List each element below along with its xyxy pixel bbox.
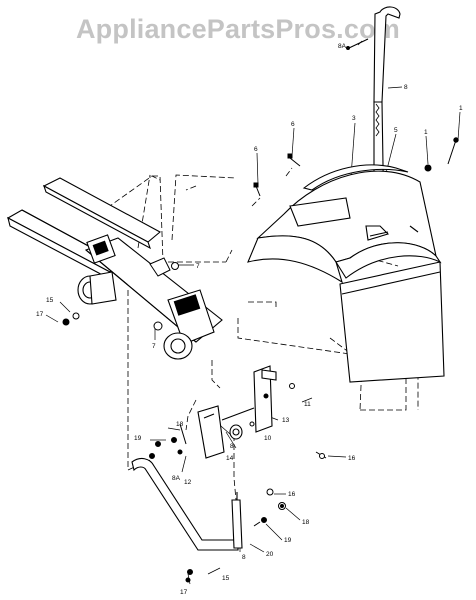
callout-8a: 8 <box>404 84 408 91</box>
callout-18b: 18 <box>302 519 310 526</box>
callout-14: 14 <box>226 455 234 462</box>
frame-channel <box>6 177 161 282</box>
callout-19b: 19 <box>284 537 292 544</box>
callout-5: 5 <box>394 127 398 134</box>
callout-16b: 16 <box>288 491 296 498</box>
callout-19a: 19 <box>134 435 142 442</box>
tine-shield <box>247 164 442 284</box>
callout-15a: 15 <box>46 297 54 304</box>
callout-7a: 7 <box>196 263 200 270</box>
callout-10: 10 <box>264 435 272 442</box>
depth-stake-rod <box>131 457 243 551</box>
callout-8b: 8 <box>242 554 246 561</box>
callout-7b: 7 <box>152 343 156 350</box>
bracket-clip <box>149 257 179 331</box>
callout-labels: 1 1 3 5 6 6 7 7 8 8 8 8A 8A 10 11 12 13 … <box>36 43 463 596</box>
callout-17b: 17 <box>180 589 188 596</box>
callout-15b: 15 <box>222 575 230 582</box>
callout-20: 20 <box>266 551 274 558</box>
watermark-text: AppliancePartsPros.com <box>75 14 400 44</box>
left-wheel-hub <box>77 271 117 305</box>
gearbox-housing <box>163 289 215 360</box>
callout-13: 13 <box>282 417 290 424</box>
pin-8a-top <box>346 38 369 50</box>
callout-6a: 6 <box>291 121 295 128</box>
callout-3: 3 <box>352 115 356 122</box>
callout-8a-lower: 8A <box>172 475 181 482</box>
rear-flap <box>339 261 445 383</box>
callout-8a-top: 8A <box>338 43 347 50</box>
callout-6b: 6 <box>254 146 258 153</box>
callout-17a: 17 <box>36 311 44 318</box>
callout-12: 12 <box>184 479 192 486</box>
callout-18a: 18 <box>176 421 184 428</box>
fasteners <box>62 137 459 583</box>
callout-1b: 1 <box>424 129 428 136</box>
callout-11: 11 <box>304 401 311 408</box>
callout-1a: 1 <box>459 105 463 112</box>
callout-16a: 16 <box>348 455 356 462</box>
mount-bracket <box>197 365 277 459</box>
callout-8c: 8 <box>230 443 234 450</box>
